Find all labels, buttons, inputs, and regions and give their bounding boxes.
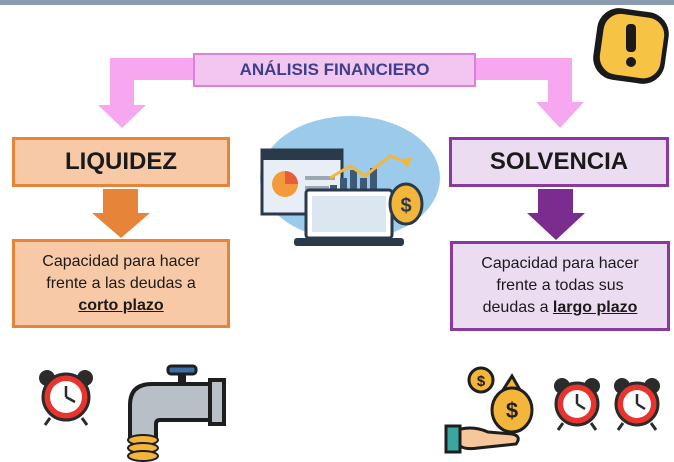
- solvencia-line2: frente a todas sus: [496, 277, 624, 294]
- title-banner: ANÁLISIS FINANCIERO: [193, 53, 476, 87]
- solvencia-line1: Capacidad para hacer: [481, 255, 639, 272]
- solvencia-prefix: deudas a: [482, 299, 553, 316]
- liquidez-line2: frente a las deudas a: [46, 274, 196, 292]
- pink-arrow-right: [476, 58, 584, 128]
- liquidez-line1: Capacidad para hacer: [42, 252, 200, 270]
- liquidez-description: Capacidad para hacer frente a las deudas…: [12, 239, 230, 328]
- pink-arrow-left: [98, 58, 193, 128]
- solvencia-emphasis: largo plazo: [552, 299, 638, 316]
- orange-down-arrow: [92, 189, 150, 238]
- liquidez-title: LIQUIDEZ: [12, 137, 230, 187]
- liquidez-emphasis: corto plazo: [78, 296, 164, 314]
- solvencia-description: Capacidad para hacer frente a todas sus …: [450, 241, 670, 331]
- purple-down-arrow: [527, 189, 585, 240]
- top-border: [0, 0, 674, 5]
- solvencia-title: SOLVENCIA: [449, 137, 669, 187]
